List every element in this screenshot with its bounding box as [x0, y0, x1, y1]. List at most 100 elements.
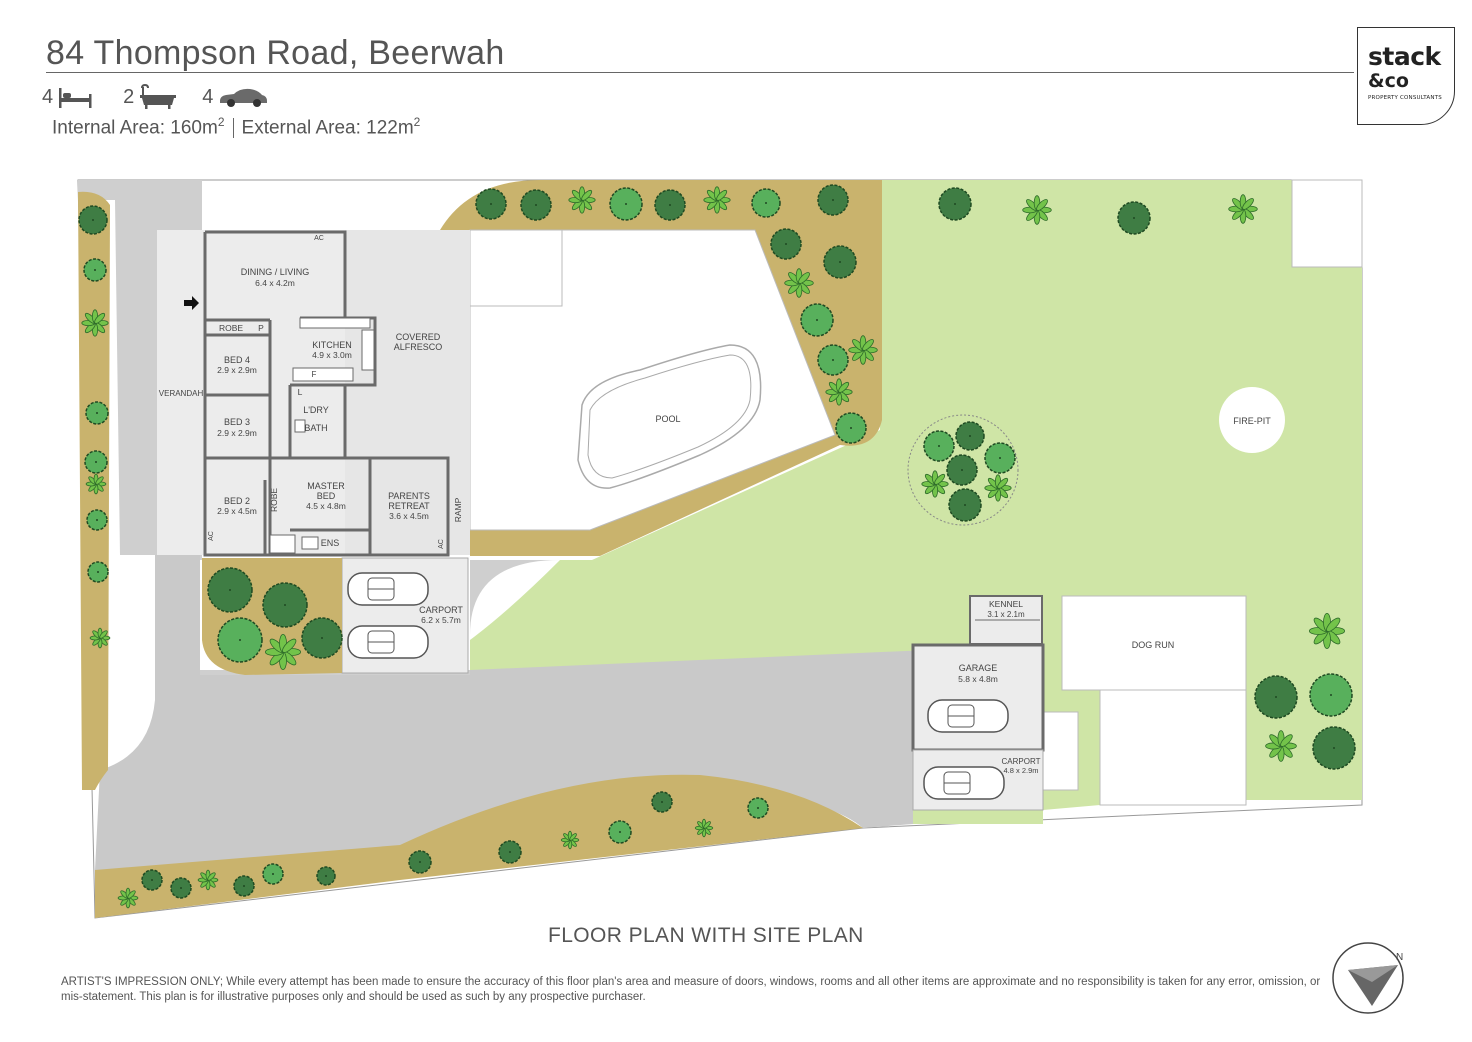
ac-label-bed2: AC	[208, 531, 215, 541]
dogrun-label: DOG RUN	[1132, 640, 1175, 650]
tree-center-37	[284, 604, 286, 606]
tree-center-30	[969, 435, 971, 437]
property-stats: 4 2 4	[42, 82, 269, 112]
title-divider	[46, 72, 1354, 73]
pool-edge	[587, 354, 752, 479]
bed4-label: BED 4	[224, 355, 250, 365]
tree-center-51	[509, 851, 511, 853]
palm-40	[264, 633, 302, 671]
garage-size: 5.8 x 4.8m	[958, 674, 998, 684]
alfresco-label: COVERED	[396, 332, 441, 342]
kitchen-label: KITCHEN	[312, 340, 352, 350]
north-arrow-icon: N	[1332, 942, 1404, 1014]
linen-label: L	[298, 387, 303, 397]
carport1-label: CARPORT	[419, 605, 463, 615]
palm-19	[784, 268, 814, 298]
tree-center-7	[97, 571, 99, 573]
parents-size: 3.6 x 4.5m	[389, 511, 429, 521]
carport2-label: CARPORT	[1002, 757, 1041, 766]
palm-14	[703, 186, 731, 214]
tree-center-15	[765, 202, 767, 204]
palm-44	[1265, 730, 1297, 762]
plan-title: FLOOR PLAN WITH SITE PLAN	[548, 924, 864, 947]
kitchen-size: 4.9 x 3.0m	[312, 350, 352, 360]
tree-center-10	[535, 204, 537, 206]
tree-center-35	[964, 504, 966, 506]
brand-logo: stack &co PROPERTY CONSULTANTS	[1357, 27, 1455, 125]
garage-label: GARAGE	[959, 663, 998, 673]
palm-8	[89, 627, 111, 649]
internal-area: Internal Area: 160m	[52, 117, 218, 139]
ensuite-label: ENS	[321, 538, 340, 548]
tree-center-36	[229, 589, 231, 591]
house-fixtures	[269, 317, 375, 554]
entry-arrow-icon	[184, 296, 199, 310]
tree-center-38	[239, 639, 241, 641]
tree-center-54	[151, 879, 153, 881]
bed4-size: 2.9 x 2.9m	[217, 365, 257, 375]
robe-label: ROBE	[219, 323, 243, 333]
tree-center-25	[954, 203, 956, 205]
room-labels: DINING / LIVING 6.4 x 4.2m KITCHEN 4.9 x…	[159, 267, 1271, 775]
tree-center-17	[785, 243, 787, 245]
verandah-label: VERANDAH	[159, 389, 204, 398]
palm-33	[921, 470, 949, 498]
tree-center-24	[850, 427, 852, 429]
car-carport-2	[923, 766, 1005, 800]
disclaimer: ARTIST'S IMPRESSION ONLY; While every at…	[61, 976, 1321, 1003]
bed-icon	[59, 88, 92, 108]
tree-center-0	[92, 219, 94, 221]
car-icon	[220, 88, 268, 107]
palm-53	[117, 887, 139, 909]
car-count: 4	[202, 85, 214, 108]
external-area: External Area: 122m	[241, 117, 414, 139]
tree-center-32	[961, 469, 963, 471]
compass-label: N	[1396, 952, 1403, 963]
alfresco-label-2: ALFRESCO	[394, 342, 443, 352]
logo-tagline: PROPERTY CONSULTANTS	[1368, 95, 1442, 101]
trees	[78, 184, 1356, 909]
ramp-label: RAMP	[453, 497, 463, 522]
tree-center-12	[625, 203, 627, 205]
laundry-label: L'DRY	[303, 405, 329, 415]
tree-center-4	[95, 461, 97, 463]
tree-center-47	[757, 807, 759, 809]
master-size: 4.5 x 4.8m	[306, 501, 346, 511]
bed2-label: BED 2	[224, 496, 250, 506]
bath-icon	[140, 84, 177, 109]
tree-center-42	[1330, 694, 1332, 696]
dining-label: DINING / LIVING	[241, 267, 310, 277]
car-carport-1b	[347, 625, 429, 659]
bottom-garden-mound	[95, 774, 863, 918]
tree-center-52	[419, 861, 421, 863]
pantry-label: P	[258, 323, 264, 333]
palm-50	[694, 818, 714, 838]
tree-center-22	[832, 359, 834, 361]
kennel-label: KENNEL	[989, 599, 1023, 609]
area-separator	[232, 118, 234, 139]
palm-23	[825, 378, 853, 406]
logo-co: &co	[1368, 70, 1409, 92]
tree-center-3	[96, 412, 98, 414]
tree-center-55	[180, 887, 182, 889]
house-walls	[203, 230, 450, 557]
dog-run-pen	[1099, 689, 1247, 806]
tree-center-27	[1133, 217, 1135, 219]
tree-ring	[907, 414, 1019, 526]
palm-11	[568, 186, 596, 214]
bedroom-count: 4	[42, 85, 54, 108]
logo-wordmark: stack	[1368, 42, 1441, 71]
pool	[577, 344, 762, 489]
firepit	[1219, 387, 1285, 453]
neighbour-plot	[1291, 179, 1363, 268]
palm-56	[197, 869, 219, 891]
fridge-label: F	[312, 370, 317, 379]
lawn-patch	[913, 810, 1043, 824]
bed3-size: 2.9 x 2.9m	[217, 428, 257, 438]
ac-label-dining: AC	[314, 235, 324, 242]
carport1-size: 6.2 x 5.7m	[421, 615, 461, 625]
garage	[911, 643, 1045, 752]
car-carport-1a	[347, 572, 429, 606]
parents-label: PARENTS	[388, 491, 430, 501]
